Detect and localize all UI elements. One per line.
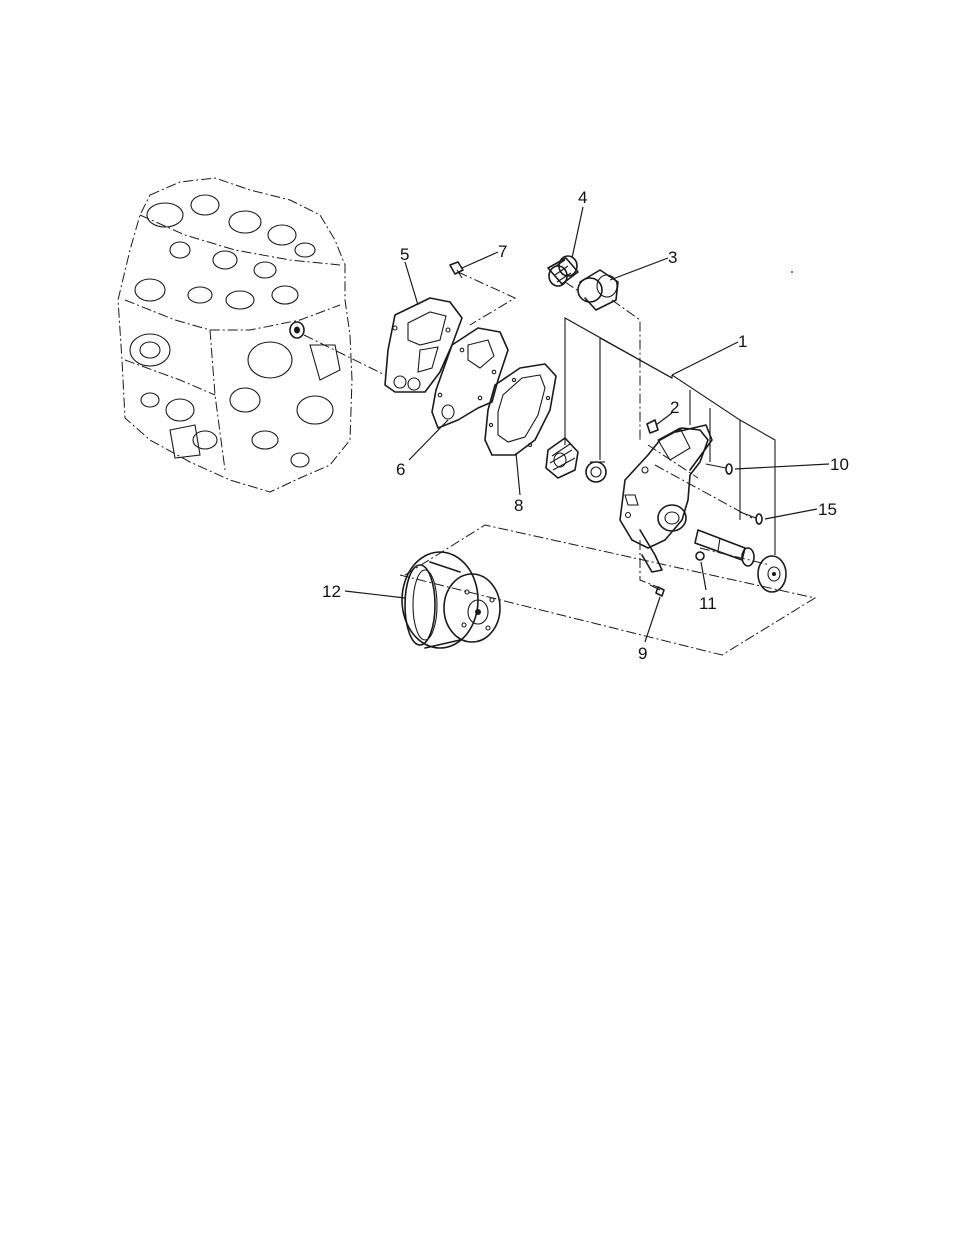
impeller bbox=[546, 438, 578, 478]
callout-11: 11 bbox=[699, 594, 717, 613]
part-1-brackets bbox=[565, 318, 775, 555]
pump-body bbox=[620, 425, 712, 572]
hub-flange bbox=[758, 556, 786, 592]
callout-5: 5 bbox=[400, 245, 409, 264]
shaft-bearing bbox=[695, 530, 754, 566]
callout-7: 7 bbox=[498, 242, 507, 261]
gasket-8 bbox=[485, 364, 556, 455]
plug-2 bbox=[647, 420, 658, 433]
alignment-lines bbox=[304, 272, 815, 655]
callout-4: 4 bbox=[578, 188, 587, 207]
plate-6 bbox=[432, 328, 508, 428]
callout-9: 9 bbox=[638, 644, 647, 663]
engine-block bbox=[118, 178, 352, 492]
stray-mark bbox=[791, 271, 793, 273]
callout-12: 12 bbox=[322, 582, 341, 601]
plug-11 bbox=[696, 552, 704, 560]
callout-1: 1 bbox=[738, 332, 747, 351]
gasket-5 bbox=[385, 298, 462, 392]
pulley-12 bbox=[402, 552, 500, 648]
callout-15: 15 bbox=[818, 500, 837, 519]
seal-4 bbox=[548, 256, 578, 286]
floating-seal bbox=[586, 462, 606, 482]
callout-10: 10 bbox=[830, 455, 849, 474]
callout-3: 3 bbox=[668, 248, 677, 267]
bolt-7 bbox=[450, 262, 463, 278]
callout-6: 6 bbox=[396, 460, 405, 479]
seal-3 bbox=[578, 270, 618, 310]
callout-8: 8 bbox=[514, 496, 523, 515]
bolt-10 bbox=[706, 464, 732, 474]
callout-2: 2 bbox=[670, 398, 679, 417]
